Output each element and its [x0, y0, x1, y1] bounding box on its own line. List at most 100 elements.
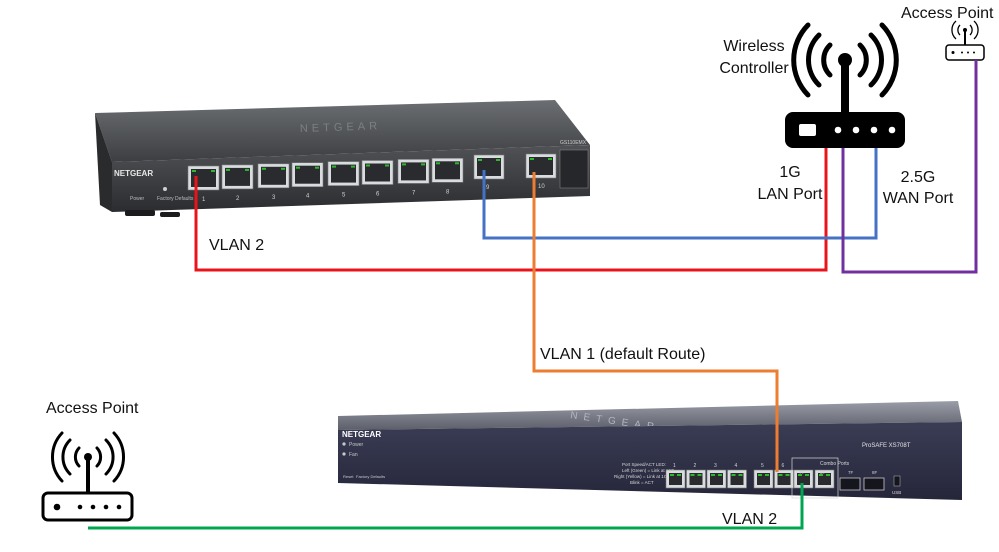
led-legend-line: Left (Green) = Link at 10G: [622, 468, 675, 473]
bottom-switch: NETGEAR NETGEAR ProSAFE XS708T Power Fan…: [338, 401, 962, 500]
controller-body: [785, 112, 905, 148]
port-number-label: 1: [202, 197, 206, 203]
port-number-label: 6: [376, 192, 380, 198]
wireless-controller: [785, 22, 905, 148]
ap-bottom-body: [41, 491, 134, 522]
port-number-label: 7T: [799, 470, 805, 475]
top-switch-lid-brand: NETGEAR: [300, 120, 382, 135]
top-switch-lid: [95, 100, 590, 162]
access-point-bottom: [41, 431, 134, 522]
port-number-label: 7F: [848, 470, 854, 475]
controller-antenna-tip: [838, 53, 852, 67]
controller-led: [852, 126, 860, 134]
top-switch-uplink-9[interactable]: [473, 154, 505, 180]
top-switch-power-label: Power: [130, 196, 145, 202]
port-number-label: 7: [412, 190, 416, 196]
access-point-top: [945, 20, 985, 61]
bottom-switch-series: ProSAFE XS708T: [862, 443, 911, 449]
led-legend-line: Right (Yellow) = Link at 1G/100M: [614, 474, 680, 479]
usb-label: USB: [892, 490, 901, 495]
led-legend-line: Port Speed/ACT LED:: [622, 462, 666, 467]
controller-led: [888, 126, 896, 134]
port-number-label: 8T: [820, 470, 826, 475]
top-switch-port-1[interactable]: [187, 165, 220, 191]
uplink-cable: [482, 148, 878, 240]
port-number-label: 2: [236, 196, 240, 202]
vlan1-cable: [532, 172, 779, 472]
port-number-label: 3: [714, 463, 717, 469]
top-switch-led-panel: [559, 149, 589, 189]
vlan1-label: VLAN 1 (default Route): [540, 346, 706, 363]
wan-cable: [841, 60, 978, 274]
top-switch-port-6[interactable]: [361, 160, 394, 185]
combo-ports-label: Combo Ports: [820, 461, 850, 467]
controller-led: [799, 124, 816, 136]
bottom-switch-brand: NETGEAR: [342, 430, 381, 439]
port-number-label: 4: [735, 463, 738, 469]
top-switch-uplink-10[interactable]: [525, 153, 557, 179]
port-number-label: 5: [761, 463, 764, 469]
port-number-label: 9: [486, 185, 490, 191]
top-switch-model: GS110EMX: [560, 140, 587, 146]
bottom-switch-combo-port-8T[interactable]: [814, 469, 835, 489]
bottom-switch-port-2[interactable]: [686, 469, 706, 489]
top-switch-reset-pinhole[interactable]: [163, 187, 167, 191]
top-switch-foot: [125, 210, 155, 216]
port-number-label: 1: [673, 463, 676, 469]
top-switch-factory-label: Factory Defaults: [157, 196, 194, 202]
controller-led: [870, 126, 878, 134]
top-switch: NETGEAR NETGEAR GS110EMX Power Factory D…: [95, 100, 590, 217]
top-switch-port-8[interactable]: [431, 158, 464, 183]
bottom-switch-port-4[interactable]: [727, 469, 747, 489]
bottom-switch-sfp-port-8F[interactable]: [863, 477, 885, 491]
bottom-switch-led-legend: Port Speed/ACT LED: Left (Green) = Link …: [614, 462, 680, 485]
top-switch-port-4[interactable]: [291, 162, 324, 187]
ap-top-body: [945, 44, 985, 61]
top-switch-port-2[interactable]: [221, 164, 254, 190]
combo-ports-frame: [791, 457, 839, 499]
vlan2-cable: [194, 148, 828, 272]
bottom-switch-port-1[interactable]: [665, 469, 686, 489]
top-switch-side: [95, 113, 112, 212]
bottom-switch-combo-port-7T[interactable]: [793, 469, 814, 489]
bottom-switch-port-6[interactable]: [774, 469, 794, 489]
top-switch-port-5[interactable]: [327, 161, 360, 186]
top-switch-port-7[interactable]: [397, 159, 430, 184]
bottom-switch-reset-label: Reset: [343, 474, 354, 479]
ap-top-signal-icon: [951, 20, 979, 40]
top-switch-port-3[interactable]: [257, 163, 290, 189]
lan-port-label-line2: LAN Port: [757, 186, 823, 203]
led-legend-line: Blink = ACT: [630, 480, 654, 485]
port-number-label: 5: [342, 193, 346, 199]
bottom-switch-lid: [338, 401, 962, 430]
wan-port-label-line1: 2.5G: [900, 169, 936, 186]
bottom-switch-fan-led: [342, 452, 346, 456]
usb-port[interactable]: [893, 475, 901, 487]
controller-signal-icon: [791, 22, 899, 98]
bottom-switch-power-label: Power: [349, 442, 364, 448]
bottom-switch-power-led: [342, 442, 346, 446]
vlan2-top-label: VLAN 2: [209, 237, 265, 254]
wireless-controller-label-line2: Controller: [719, 60, 789, 77]
port-number-label: 6: [782, 463, 785, 469]
bottom-switch-combo-ports: 7T 8T: [793, 469, 835, 489]
bottom-switch-port-5[interactable]: [753, 469, 774, 489]
wan-port-label-line2: WAN Port: [882, 190, 954, 207]
bottom-switch-factory-label: Factory Defaults: [356, 474, 385, 479]
port-number-label: 8: [446, 189, 450, 195]
port-number-label: 3: [272, 195, 276, 201]
cables: [88, 60, 978, 530]
bottom-switch-sfp-port-7F[interactable]: [839, 477, 861, 491]
top-switch-brand: NETGEAR: [114, 169, 153, 178]
bottom-switch-fan-label: Fan: [349, 452, 358, 458]
lan-port-label-line1: 1G: [779, 164, 801, 181]
bottom-switch-port-3[interactable]: [706, 469, 727, 489]
ap-cable: [88, 483, 804, 530]
ap-bottom-antenna-tip: [84, 453, 92, 461]
